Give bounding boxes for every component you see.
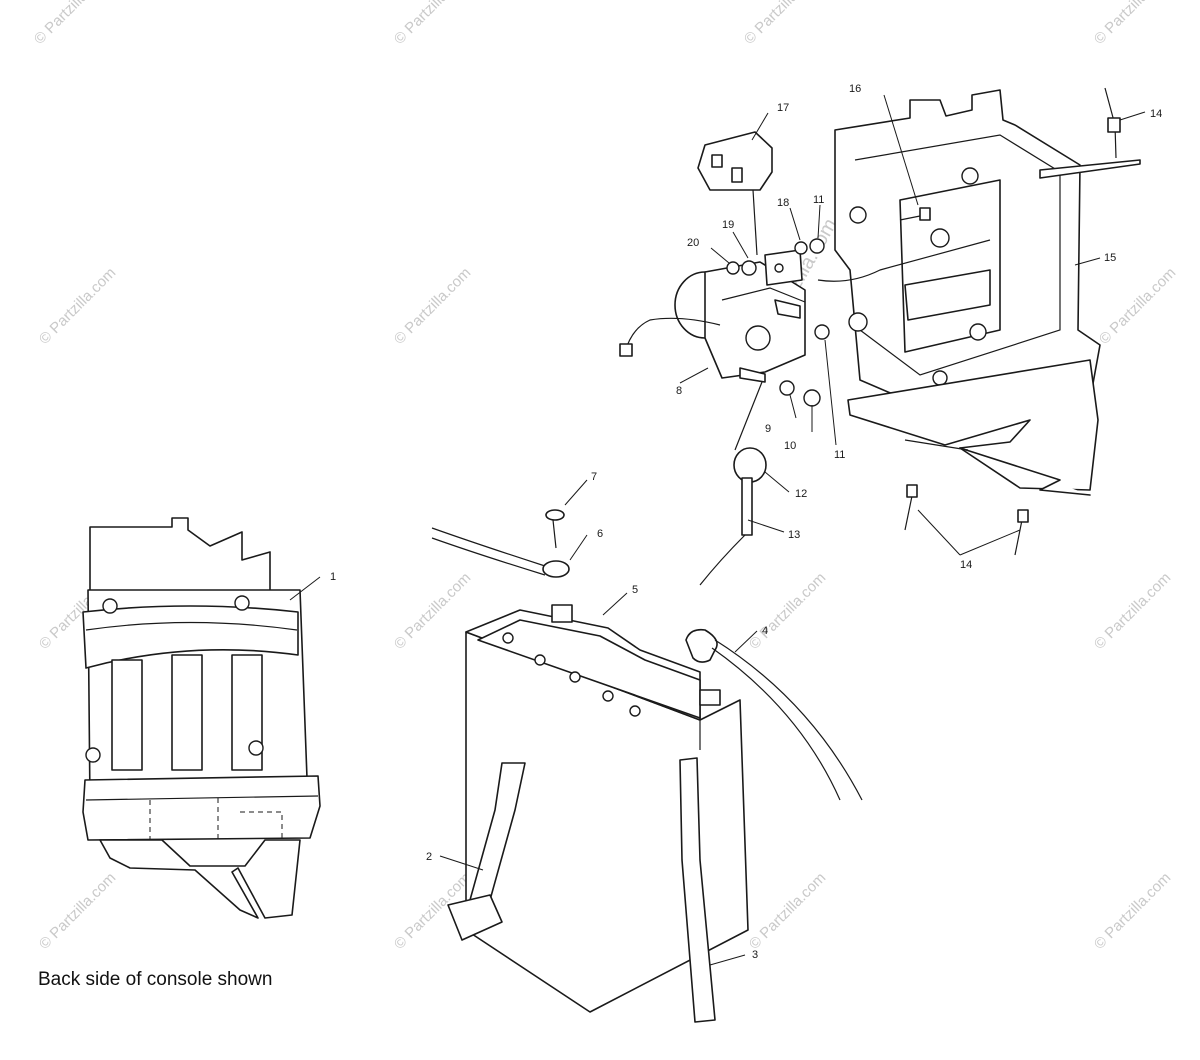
callout-8: 8: [676, 385, 682, 397]
watermark: © Partzilla.com: [36, 869, 119, 952]
battery-part-5: [465, 604, 749, 1013]
callout-labels: 1 2 3 4 5 6 7 8 9 10 11 11 12 13 14 14 1…: [330, 83, 1162, 961]
battery-cable-part-4: [685, 628, 863, 801]
screw-part-7: [545, 509, 565, 549]
callout-11-lower: 11: [834, 449, 845, 461]
callout-13: 13: [788, 529, 800, 541]
callout-2: 2: [426, 851, 432, 863]
cable-lug-part-6: [431, 527, 570, 578]
callout-4: 4: [762, 625, 768, 637]
callout-10: 10: [784, 440, 796, 452]
callout-19: 19: [722, 219, 734, 231]
callout-18: 18: [777, 197, 789, 209]
vent-tube-part-3: [679, 757, 716, 1023]
callout-20: 20: [687, 237, 699, 249]
caption: Back side of console shown: [38, 969, 273, 990]
watermark: © Partzilla.com: [31, 0, 114, 48]
watermark: © Partzilla.com: [1091, 569, 1174, 652]
callout-15: 15: [1104, 252, 1116, 264]
battery-holder-part-1: [82, 517, 321, 919]
callout-3: 3: [752, 949, 758, 961]
callout-6: 6: [597, 528, 603, 540]
watermark: © Partzilla.com: [746, 869, 829, 952]
leader-lines: [289, 94, 1146, 966]
battery-box-part-15: [817, 89, 1141, 496]
watermark: © Partzilla.com: [391, 0, 474, 48]
watermark: © Partzilla.com: [1091, 869, 1174, 952]
battery-strap-part-2: [447, 762, 526, 941]
callout-5: 5: [632, 584, 638, 596]
connector-cap-part-17: [697, 131, 773, 256]
callout-1: 1: [330, 571, 336, 583]
callout-14-lower: 14: [960, 559, 972, 571]
watermark: © Partzilla.com: [1091, 0, 1174, 48]
fasteners-parts-14-16: [899, 87, 1121, 556]
callout-7: 7: [591, 471, 597, 483]
watermark: © Partzilla.com: [391, 264, 474, 347]
washers-and-nuts: [726, 238, 830, 407]
terminal-boot-part-12: [699, 381, 767, 586]
callout-12: 12: [795, 488, 807, 500]
watermark: © Partzilla.com: [741, 0, 824, 48]
watermark: © Partzilla.com: [746, 569, 829, 652]
callout-16: 16: [849, 83, 861, 95]
watermark: © Partzilla.com: [36, 264, 119, 347]
watermark: © Partzilla.com: [1096, 264, 1179, 347]
callout-9: 9: [765, 423, 771, 435]
callout-17: 17: [777, 102, 789, 114]
callout-11-upper: 11: [813, 194, 824, 206]
callout-14-upper: 14: [1150, 108, 1162, 120]
solenoid-part-8: [619, 249, 806, 383]
watermark: © Partzilla.com: [391, 569, 474, 652]
